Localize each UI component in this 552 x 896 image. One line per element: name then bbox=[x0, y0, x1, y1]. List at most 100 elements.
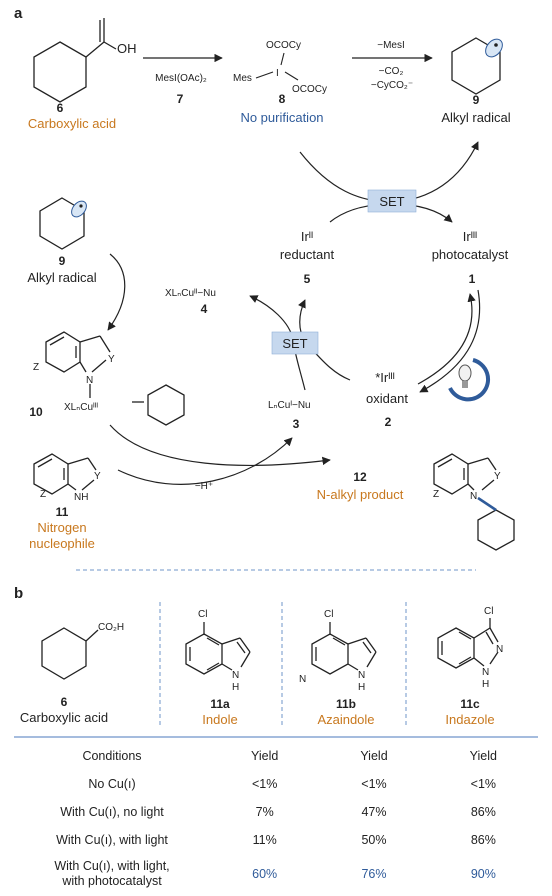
set-label-middle: SET bbox=[282, 336, 307, 351]
ir3star-symbol: *Irᴵᴵᴵ bbox=[375, 370, 395, 385]
compound-11c-number: 11c bbox=[460, 697, 480, 711]
compound-6-number: 6 bbox=[57, 101, 64, 115]
condition-cell: With Cu(ı), with light, with photocataly… bbox=[14, 854, 210, 894]
compound-6-name: Carboxylic acid bbox=[28, 116, 116, 131]
indazole-structure bbox=[437, 618, 499, 669]
condition-cell: With Cu(ı), no light bbox=[60, 805, 164, 819]
set-box-middle bbox=[271, 331, 319, 355]
panel-b-acid-group: CO₂H bbox=[98, 622, 124, 633]
ir2-number: 5 bbox=[304, 272, 311, 286]
table-row: With Cu(ı), no light 7% 47% 86% bbox=[14, 798, 538, 826]
cu2-label: XLₙCuᴵᴵ−Nu bbox=[165, 288, 216, 299]
header-conditions: Conditions bbox=[82, 749, 142, 763]
left-compound-9-name: Alkyl radical bbox=[27, 270, 96, 285]
ir3-name: photocatalyst bbox=[432, 247, 509, 262]
yield-cell: 86% bbox=[470, 833, 496, 847]
byproduct-co2: −CO₂ bbox=[379, 66, 404, 77]
left-radical-orbital-icon bbox=[71, 200, 87, 218]
compound-11-number: 11 bbox=[56, 505, 69, 519]
indazole-n: N bbox=[496, 644, 503, 655]
azaindole-h: H bbox=[358, 682, 365, 693]
yield-cell: 50% bbox=[361, 833, 387, 847]
iodane-top-ligand: OCOCy bbox=[266, 40, 301, 51]
cpd11-y-atom: Y bbox=[94, 471, 101, 482]
iodane-bond-top bbox=[280, 52, 285, 66]
azaindole-n: N bbox=[358, 670, 365, 681]
yield-cell: 76% bbox=[361, 866, 387, 881]
cu1-label: LₙCuᴵ−Nu bbox=[268, 400, 311, 411]
compound-9-name: Alkyl radical bbox=[441, 110, 510, 125]
cu2-number: 4 bbox=[201, 302, 208, 316]
table-header-row: Conditions Yield Yield Yield bbox=[14, 742, 538, 770]
reagent-7-number: 7 bbox=[177, 92, 184, 106]
header-yield-11c: Yield bbox=[469, 749, 497, 763]
indole-cl: Cl bbox=[198, 609, 207, 620]
cpd10-cu-label: XLₙCuᴵᴵᴵ bbox=[64, 402, 98, 413]
new-cn-bond bbox=[477, 496, 497, 512]
indazole-h: H bbox=[482, 679, 489, 690]
yield-cell: 47% bbox=[361, 805, 387, 819]
table-row: With Cu(ı), with light, with photocataly… bbox=[14, 854, 538, 894]
compound-11-name-line2: nucleophile bbox=[29, 536, 95, 551]
ir3star-name: oxidant bbox=[366, 391, 408, 406]
condition-line-1: With Cu(ı), with light, bbox=[54, 859, 170, 873]
reagent-7-label: MesI(OAc)₂ bbox=[155, 73, 207, 84]
yield-cell: 86% bbox=[470, 805, 496, 819]
compound-11-name-line1: Nitrogen bbox=[37, 520, 86, 535]
compound-12-name: N-alkyl product bbox=[317, 487, 404, 502]
indazole-nh: N bbox=[482, 667, 489, 678]
acid-oh-label: OH bbox=[117, 41, 137, 56]
set-box-top bbox=[367, 189, 417, 213]
compound-11b-number: 11b bbox=[336, 697, 356, 711]
yield-cell: <1% bbox=[470, 777, 497, 791]
yield-cell: 60% bbox=[252, 866, 278, 881]
panel-b-compound-6-name: Carboxylic acid bbox=[20, 710, 108, 725]
ir2-symbol: Irᴵᴵ bbox=[301, 229, 313, 244]
header-yield-11b: Yield bbox=[360, 749, 388, 763]
panel-b-label: b bbox=[14, 585, 23, 602]
condition-cell: With Cu(ı), with light bbox=[56, 833, 168, 847]
arrow-cu3-to-product bbox=[109, 424, 331, 466]
byproduct-mesi: −MesI bbox=[377, 40, 405, 51]
compound-11b-name: Azaindole bbox=[317, 712, 374, 727]
cyclohexanecarboxylic-acid-structure bbox=[33, 18, 117, 103]
cpd12-y-atom: Y bbox=[494, 471, 501, 482]
cpd10-n-atom: N bbox=[86, 375, 93, 386]
iodane-iodine: I bbox=[276, 68, 279, 79]
compound-12-number: 12 bbox=[353, 470, 367, 484]
iodane-right-ligand: OCOCy bbox=[292, 84, 327, 95]
nucleophile-structure bbox=[33, 453, 97, 495]
condition-line-2: with photocatalyst bbox=[62, 874, 162, 888]
compound-11c-name: Indazole bbox=[445, 712, 494, 727]
indole-n: N bbox=[232, 670, 239, 681]
ir3star-number: 2 bbox=[385, 415, 392, 429]
ir3-number: 1 bbox=[469, 272, 476, 286]
compound-11a-name: Indole bbox=[202, 712, 237, 727]
yield-cell: <1% bbox=[251, 777, 278, 791]
deprotonation-label: −H⁺ bbox=[195, 481, 213, 492]
left-compound-9-number: 9 bbox=[59, 254, 66, 268]
indole-structure bbox=[185, 622, 251, 675]
cpd12-z-atom: Z bbox=[433, 489, 439, 500]
indazole-cl: Cl bbox=[484, 606, 493, 617]
cpd11-nh-atom: NH bbox=[74, 492, 88, 503]
yield-table: Conditions Yield Yield Yield No Cu(ı) <1… bbox=[14, 742, 538, 894]
yield-cell: <1% bbox=[361, 777, 387, 791]
radical-orbital-icon bbox=[485, 38, 503, 58]
set-label-top: SET bbox=[379, 194, 404, 209]
cpd10-z-atom: Z bbox=[33, 362, 39, 373]
n-alkyl-product-structure bbox=[433, 453, 515, 551]
cpd10-y-atom: Y bbox=[108, 354, 115, 365]
header-yield-11a: Yield bbox=[250, 749, 279, 763]
yield-cell: 11% bbox=[252, 833, 277, 847]
compound-11a-number: 11a bbox=[210, 697, 230, 711]
cu3-complex-structure bbox=[45, 331, 185, 426]
compound-10-number: 10 bbox=[29, 405, 43, 419]
azaindole-ring-n: N bbox=[299, 674, 306, 685]
panel-a-label: a bbox=[14, 5, 23, 22]
panel-b-acid-structure bbox=[41, 627, 99, 680]
cpd12-n-atom: N bbox=[470, 491, 477, 502]
arrow-radical-to-cu3 bbox=[107, 253, 126, 331]
arrow-nucleophile-to-cu1 bbox=[117, 437, 293, 485]
azaindole-cl: Cl bbox=[324, 609, 333, 620]
